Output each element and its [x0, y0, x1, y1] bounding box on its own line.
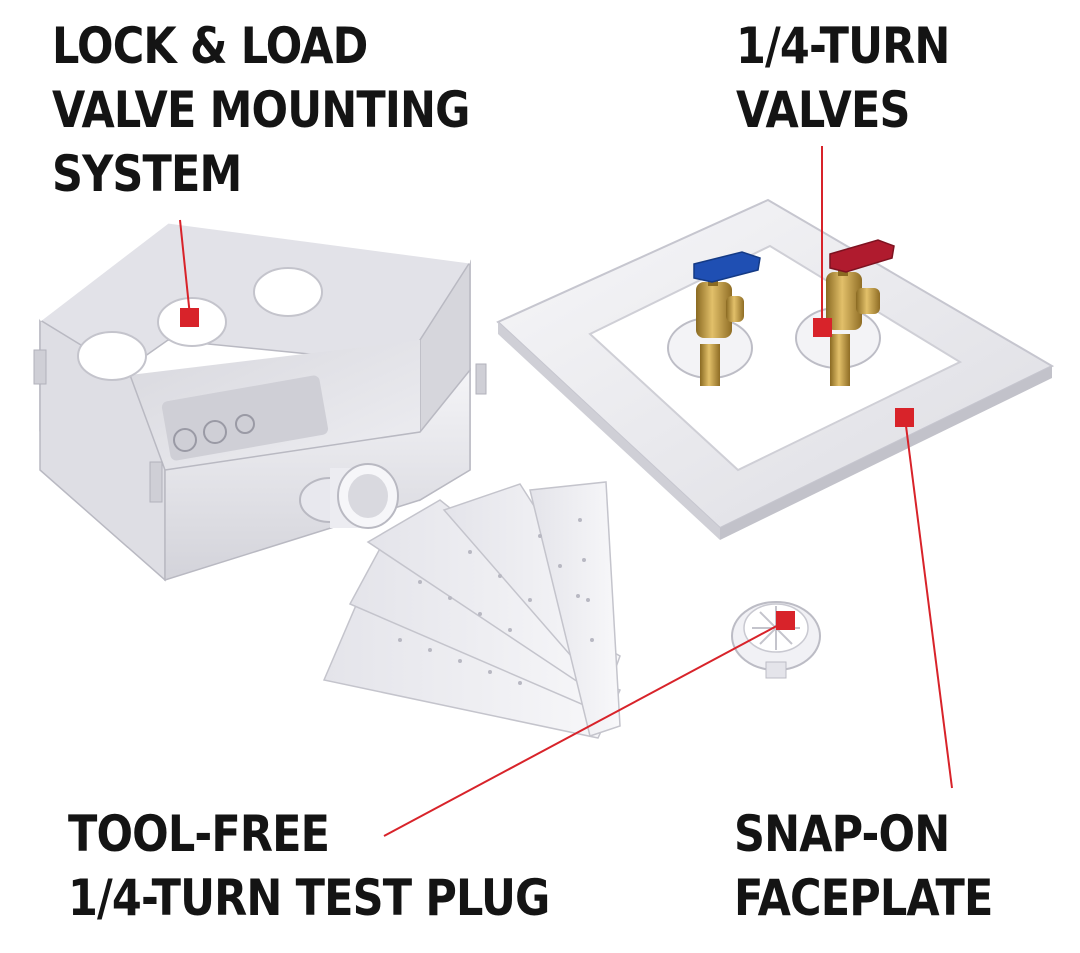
mounting-brackets	[322, 481, 622, 739]
leader-line	[179, 219, 191, 317]
bracket-strap	[322, 595, 622, 739]
callout-test-plug: TOOL-FREE 1/4-TURN TEST PLUG	[68, 802, 550, 930]
callout-line: FACEPLATE	[734, 869, 993, 927]
callout-leaders	[179, 146, 953, 837]
leader-line	[904, 417, 953, 789]
callout-line: 1/4-TURN	[736, 17, 950, 75]
knockout-hole	[77, 331, 147, 381]
callout-faceplate: SNAP-ON FACEPLATE	[734, 802, 993, 930]
bracket-strap	[529, 481, 621, 737]
marker-faceplate	[895, 408, 914, 427]
cold-valve	[667, 251, 761, 386]
callout-line: VALVES	[736, 81, 910, 139]
marker-test-plug	[776, 611, 795, 630]
callout-line: VALVE MOUNTING	[52, 81, 470, 139]
callout-line: LOCK & LOAD	[52, 17, 368, 75]
marker-valves	[813, 318, 832, 337]
callout-lock-load: LOCK & LOAD VALVE MOUNTING SYSTEM	[52, 14, 470, 206]
callout-line: TOOL-FREE	[68, 805, 330, 863]
callout-valves: 1/4-TURN VALVES	[736, 14, 950, 142]
leader-line	[383, 620, 787, 837]
marker-lock-load	[180, 308, 199, 327]
callout-line: 1/4-TURN TEST PLUG	[68, 869, 550, 927]
knockout-hole	[253, 267, 323, 317]
faceplate	[496, 198, 1055, 540]
callout-line: SYSTEM	[52, 145, 242, 203]
valve-box	[33, 220, 487, 582]
callout-line: SNAP-ON	[734, 805, 950, 863]
